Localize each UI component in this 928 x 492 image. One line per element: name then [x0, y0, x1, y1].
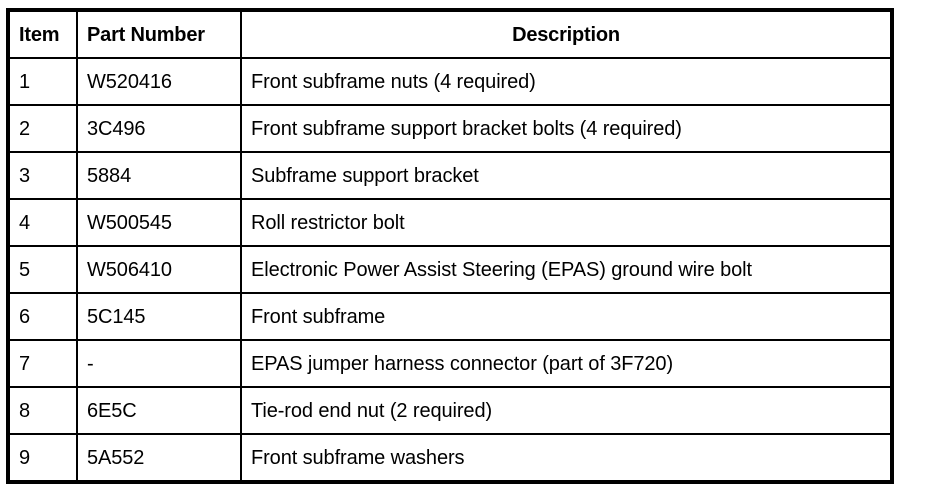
- table-header-row: Item Part Number Description: [7, 9, 893, 59]
- cell-item: 5: [7, 245, 78, 294]
- cell-part-number: W500545: [76, 198, 242, 247]
- cell-description: EPAS jumper harness connector (part of 3…: [240, 339, 893, 388]
- column-header-item: Item: [7, 9, 78, 59]
- column-header-description: Description: [240, 9, 893, 59]
- cell-part-number: 5884: [76, 151, 242, 200]
- cell-description: Front subframe nuts (4 required): [240, 57, 893, 106]
- cell-description: Front subframe support bracket bolts (4 …: [240, 104, 893, 153]
- cell-part-number: 5C145: [76, 292, 242, 341]
- cell-item: 3: [7, 151, 78, 200]
- table-row: 7-EPAS jumper harness connector (part of…: [7, 339, 893, 388]
- cell-item: 7: [7, 339, 78, 388]
- cell-item: 8: [7, 386, 78, 435]
- column-header-part-number: Part Number: [76, 9, 242, 59]
- cell-part-number: 6E5C: [76, 386, 242, 435]
- cell-description: Front subframe: [240, 292, 893, 341]
- cell-part-number: -: [76, 339, 242, 388]
- cell-part-number: W506410: [76, 245, 242, 294]
- cell-part-number: W520416: [76, 57, 242, 106]
- cell-description: Tie-rod end nut (2 required): [240, 386, 893, 435]
- cell-item: 6: [7, 292, 78, 341]
- cell-part-number: 3C496: [76, 104, 242, 153]
- cell-part-number: 5A552: [76, 433, 242, 483]
- cell-item: 4: [7, 198, 78, 247]
- cell-item: 1: [7, 57, 78, 106]
- cell-description: Subframe support bracket: [240, 151, 893, 200]
- cell-description: Front subframe washers: [240, 433, 893, 483]
- cell-description: Roll restrictor bolt: [240, 198, 893, 247]
- table-header: Item Part Number Description: [7, 9, 893, 59]
- cell-item: 2: [7, 104, 78, 153]
- cell-item: 9: [7, 433, 78, 483]
- cell-description: Electronic Power Assist Steering (EPAS) …: [240, 245, 893, 294]
